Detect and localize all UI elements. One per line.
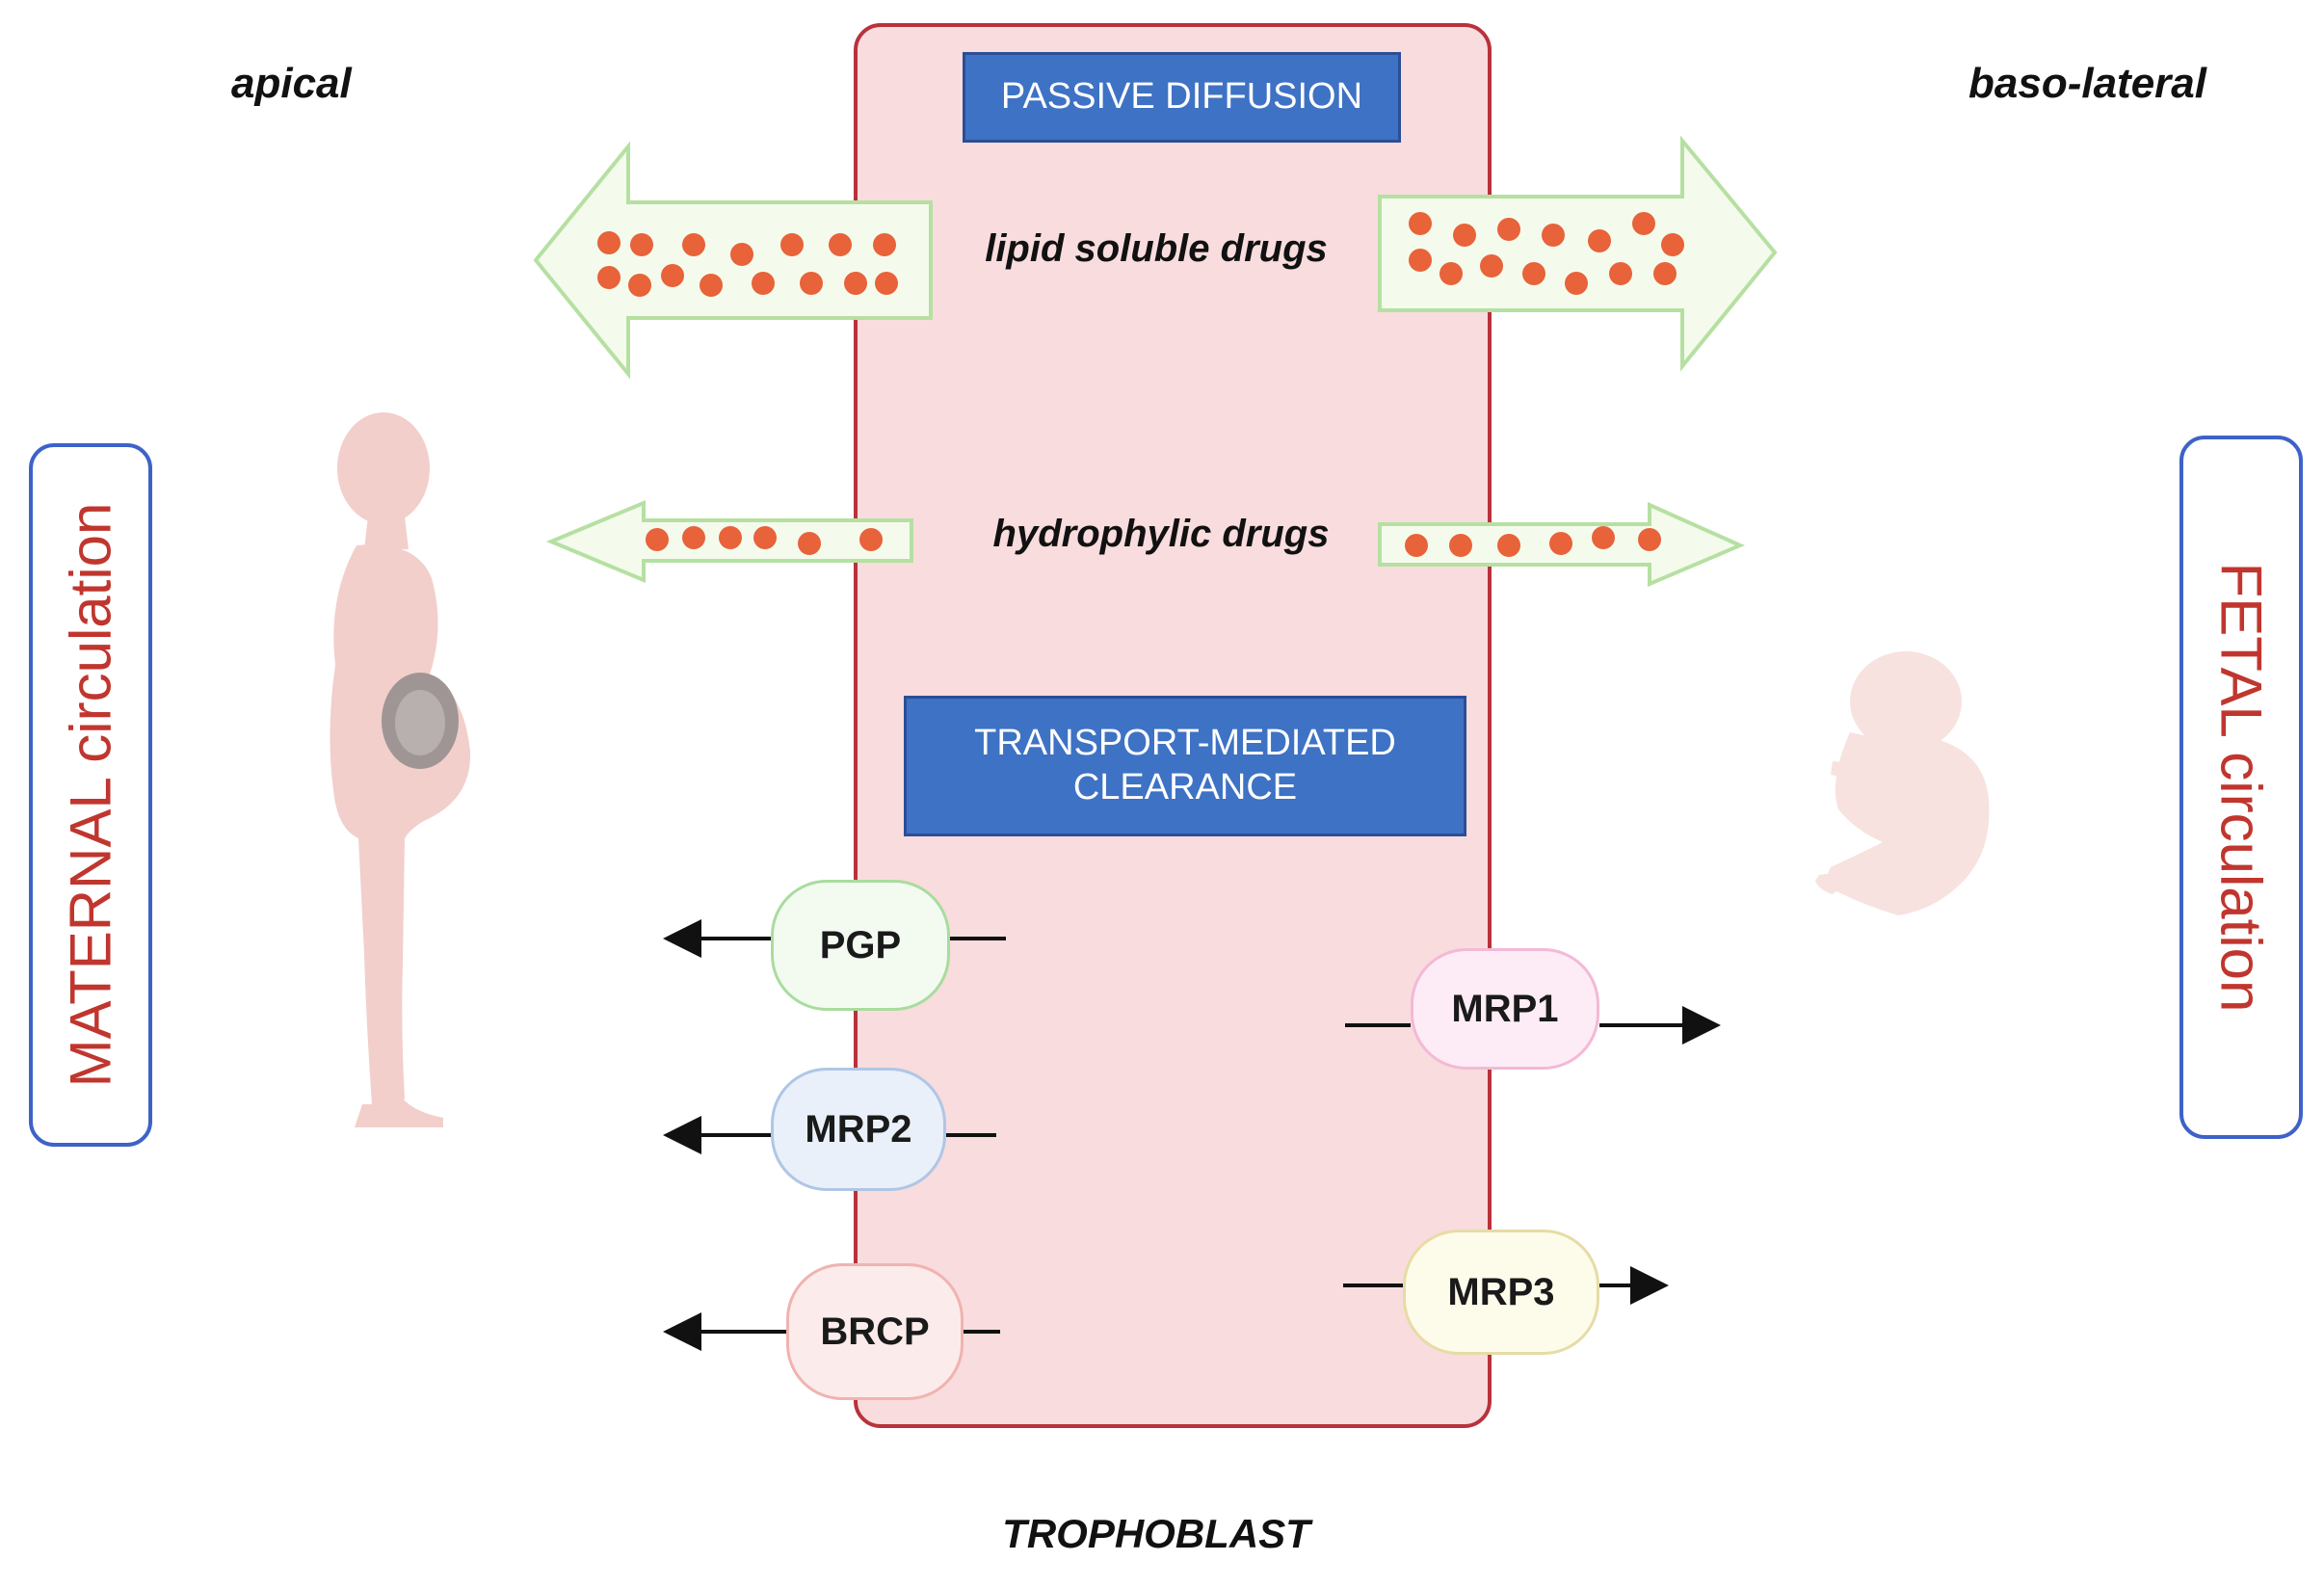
transporter-mrp2: MRP2: [771, 1068, 946, 1191]
womb-fetus-icon: [382, 673, 459, 769]
apical-label: apical: [231, 60, 352, 107]
transporter-mrp3: MRP3: [1403, 1230, 1599, 1355]
lipid-arrow-right: [1378, 135, 1778, 372]
lipid-right-drug-dots: [1409, 212, 1684, 295]
lipid-left-drug-dots: [597, 231, 898, 297]
transporter-mrp1: MRP1: [1411, 948, 1599, 1070]
pregnant-woman-icon: [330, 412, 471, 1127]
hydro-right-drug-dots: [1405, 526, 1661, 557]
hydro-left-drug-dots: [646, 526, 883, 555]
transporter-pgp: PGP: [771, 880, 950, 1011]
fetal-circulation-label: FETAL circulation: [2208, 562, 2274, 1013]
maternal-circulation-box: MATERNAL circulation: [29, 443, 152, 1147]
fetus-icon: [1815, 651, 1990, 915]
lipid-soluble-drugs-label: lipid soluble drugs: [985, 227, 1328, 270]
fetal-circulation-box: FETAL circulation: [2179, 436, 2303, 1139]
transport-mediated-clearance-title: TRANSPORT-MEDIATED CLEARANCE: [904, 696, 1466, 836]
maternal-circulation-label: MATERNAL circulation: [58, 502, 123, 1088]
basolateral-label: baso-lateral: [1968, 60, 2206, 107]
trophoblast-label: TROPHOBLAST: [1002, 1511, 1310, 1556]
passive-diffusion-title: PASSIVE DIFFUSION: [963, 52, 1401, 143]
hydrophilic-drugs-label: hydrophylic drugs: [992, 513, 1330, 555]
transporter-brcp: BRCP: [786, 1263, 964, 1400]
